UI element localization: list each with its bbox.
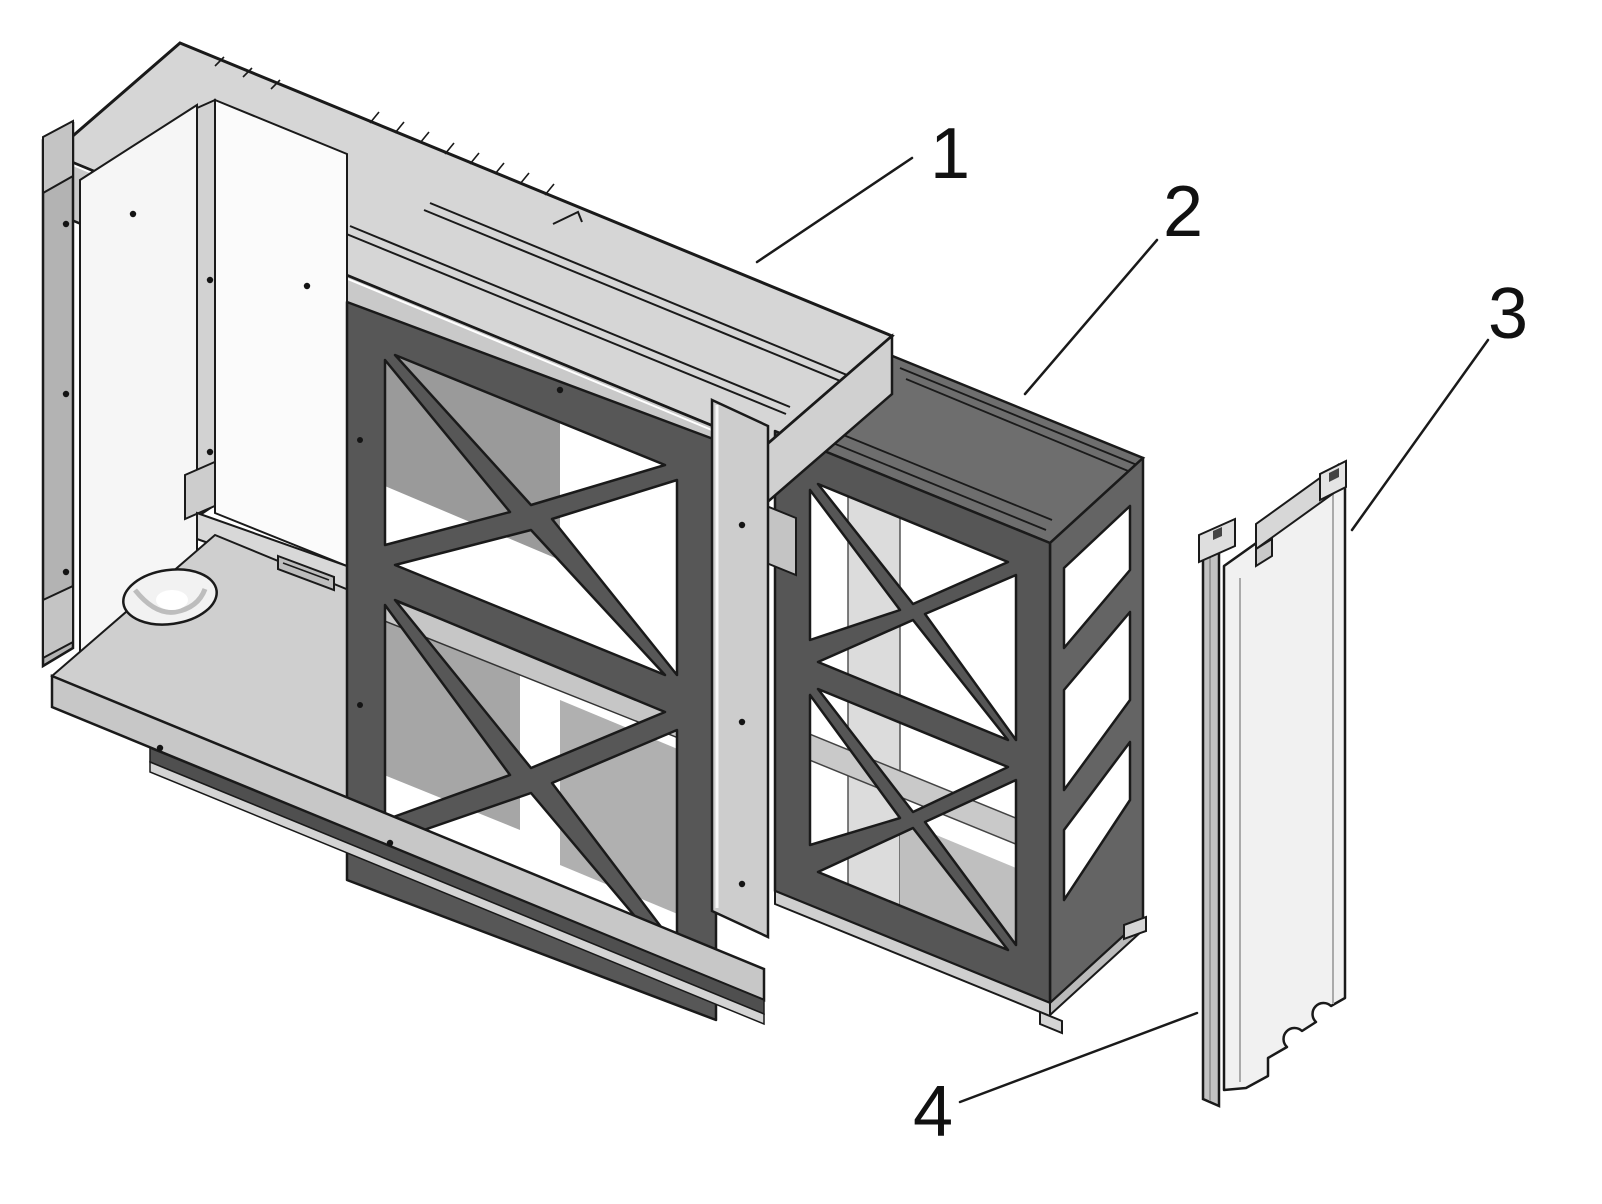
strip-cap-slot [1213, 527, 1222, 540]
roof-edge-ticks [214, 56, 555, 196]
callouts: 1 2 3 4 [755, 114, 1528, 1152]
module-foot-front [1039, 1010, 1063, 1035]
floor-slot [277, 554, 335, 592]
hook-tab-slot [1329, 468, 1339, 482]
callout-3-label: 3 [1488, 274, 1528, 354]
roof-grooves [343, 202, 877, 415]
left-wall-top-cap [42, 119, 74, 195]
callout-3: 3 [1350, 274, 1528, 532]
cover-panel [1198, 459, 1347, 1108]
bulkhead-lattice-plate [345, 300, 718, 1022]
floor-drain-hole [122, 568, 218, 626]
callout-4: 4 [913, 1011, 1199, 1152]
callout-2: 2 [1023, 172, 1203, 396]
callout-1-label: 1 [930, 114, 970, 194]
panel-edge-strip [1201, 544, 1221, 1108]
left-wall-bottom-cap [42, 584, 74, 660]
callout-4-leader [958, 1011, 1199, 1104]
callout-2-label: 2 [1163, 172, 1203, 252]
callout-1-leader [755, 156, 914, 264]
strip-top-cap [1198, 517, 1236, 564]
front-corner-post [710, 398, 770, 939]
callout-4-label: 4 [913, 1072, 953, 1152]
housing-screw-dots [62, 210, 564, 847]
lattice-module [773, 353, 1147, 1035]
panel-face [1222, 478, 1347, 1092]
panel-hook-tab [1319, 459, 1347, 502]
callout-2-leader [1023, 238, 1159, 396]
module-top-grooves [805, 367, 1138, 531]
interior-corner-post [196, 98, 216, 519]
housing-front-frame [710, 333, 894, 939]
bracket-hook-step [1255, 537, 1273, 568]
interior-back-wall [214, 98, 348, 568]
callout-3-leader [1350, 338, 1490, 532]
callout-1: 1 [755, 114, 970, 264]
module-side-lattice [1048, 456, 1145, 1005]
housing-bottom-rail [50, 674, 766, 1026]
module-foot-rear [1123, 915, 1147, 941]
